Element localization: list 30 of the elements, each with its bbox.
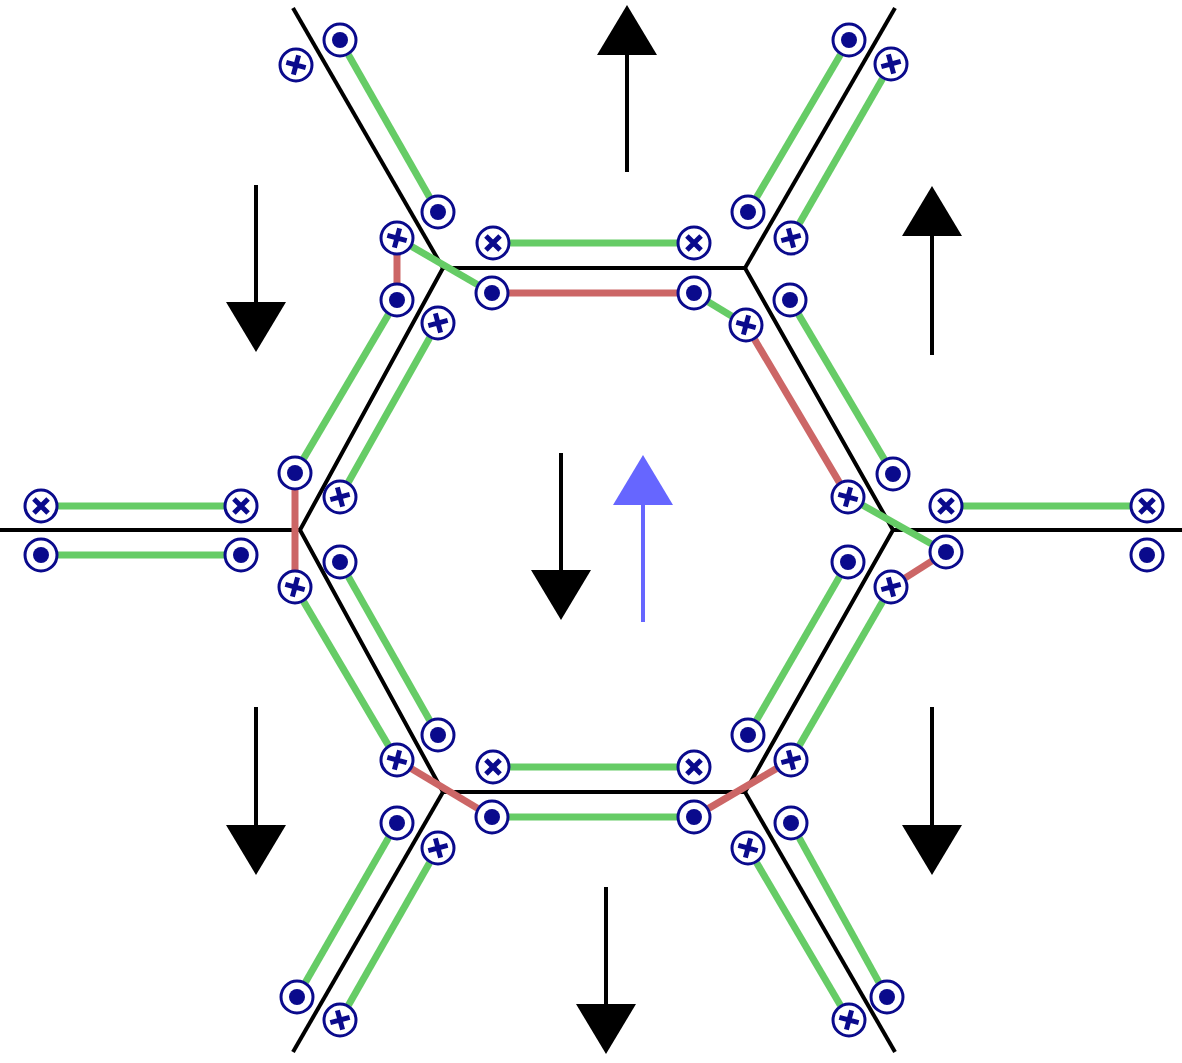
connector-line (903, 558, 934, 581)
connector-line (300, 312, 392, 461)
connector-line (345, 575, 433, 722)
connector-line (345, 336, 433, 484)
connector-line (796, 599, 886, 748)
connector-line (345, 53, 433, 199)
connector-line (751, 337, 843, 485)
connector-line (291, 490, 299, 570)
connector-line (409, 765, 480, 812)
connector-line (753, 52, 844, 200)
connector-line (796, 836, 882, 984)
connector-line (795, 312, 888, 462)
connector-line (58, 502, 224, 510)
connector-line (409, 243, 480, 288)
connector-line (509, 813, 677, 821)
connector-line (706, 298, 734, 320)
connector-line (300, 599, 392, 748)
connector-line (706, 765, 779, 812)
connector-line (963, 502, 1130, 510)
connector-line (753, 574, 843, 723)
connector-line (796, 77, 886, 225)
connector-line (345, 861, 433, 1007)
connector-line (509, 289, 677, 297)
connector-line (58, 551, 224, 559)
connector-line (393, 255, 401, 283)
connector-line (753, 860, 844, 1008)
connector-line (861, 502, 933, 547)
connector-line (302, 836, 392, 984)
connector-line (510, 763, 677, 771)
connector-line (510, 239, 677, 247)
